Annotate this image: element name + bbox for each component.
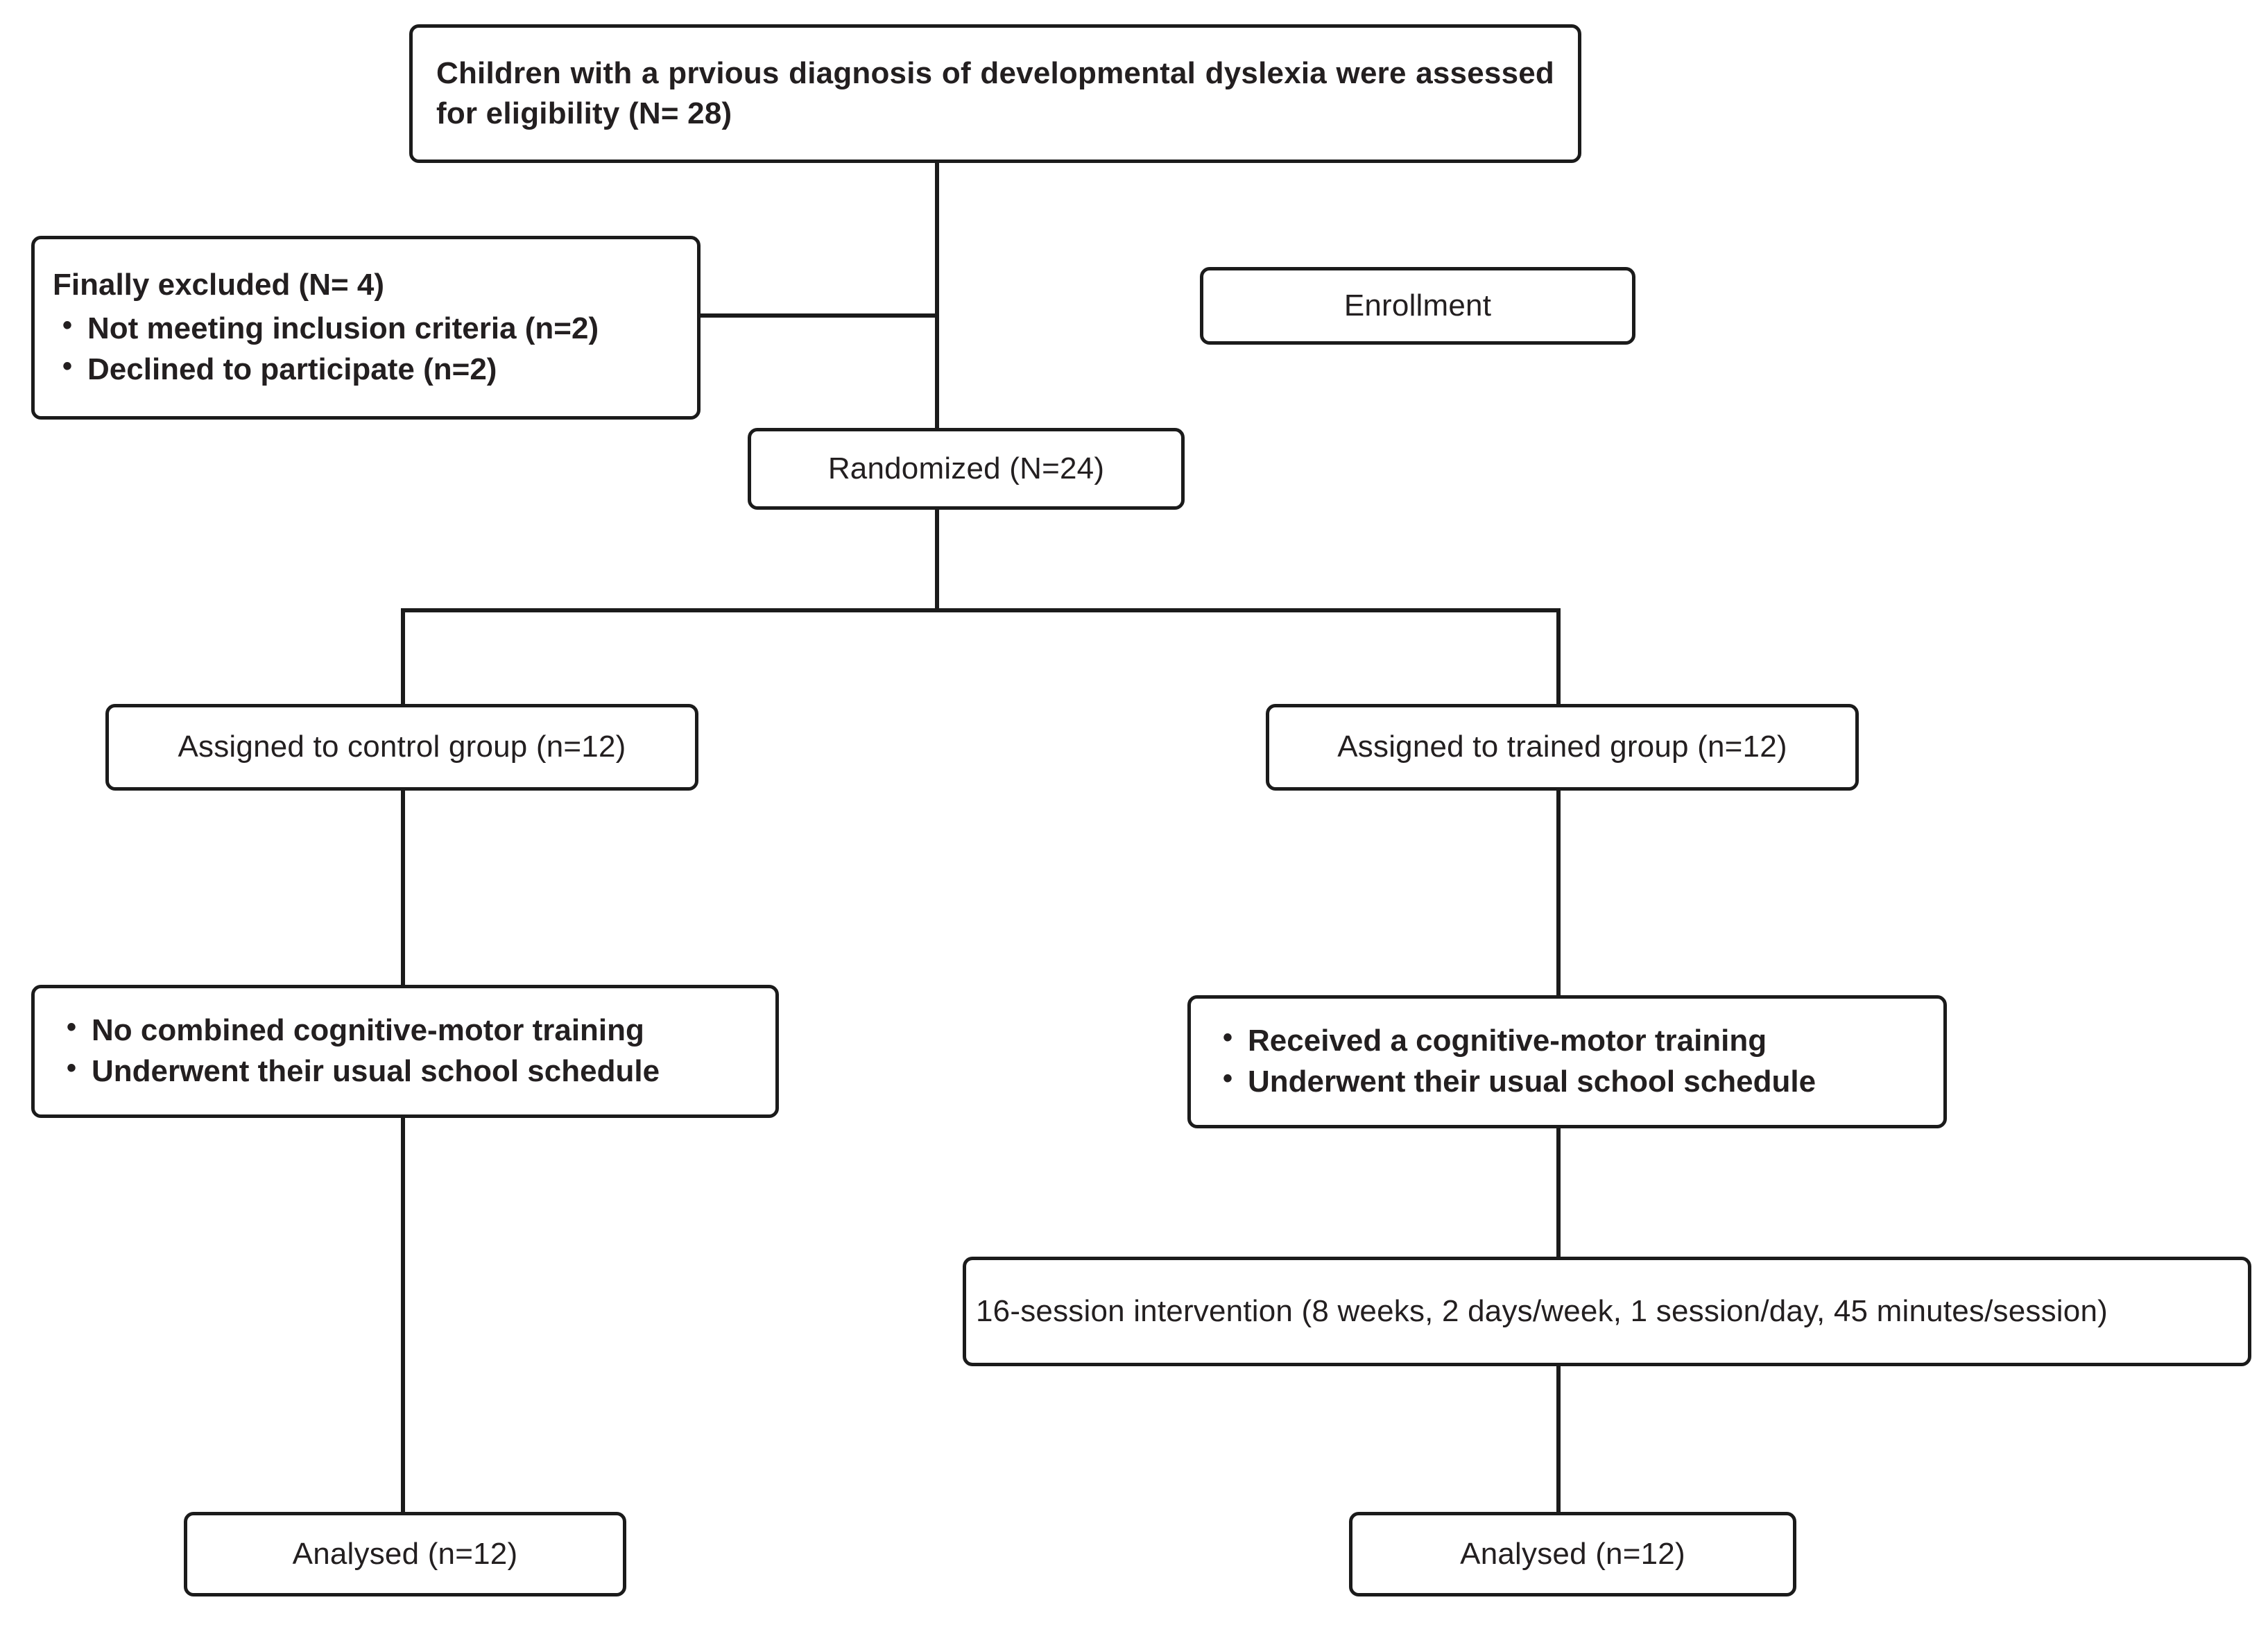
intervention-label: 16-session intervention (8 weeks, 2 days…	[976, 1293, 2108, 1328]
trained-activities-bullet-list: Received a cognitive-motor training Unde…	[1213, 1019, 1921, 1103]
connector-intervention-to-analysed	[1556, 1366, 1561, 1513]
node-intervention: 16-session intervention (8 weeks, 2 days…	[963, 1257, 2251, 1366]
connector-eligibility-to-randomized	[935, 161, 939, 428]
connector-split-to-trained	[1556, 608, 1561, 704]
node-analysed-trained: Analysed (n=12)	[1349, 1512, 1796, 1596]
node-enrollment: Enrollment	[1200, 267, 1635, 345]
list-item: Underwent their usual school schedule	[1213, 1060, 1921, 1103]
assigned-control-label: Assigned to control group (n=12)	[178, 730, 626, 764]
eligibility-text: Children with a prvious diagnosis of dev…	[436, 55, 1554, 130]
list-item: Not meeting inclusion criteria (n=2)	[53, 307, 679, 350]
node-assigned-control: Assigned to control group (n=12)	[105, 704, 698, 791]
connector-randomized-stem	[935, 510, 939, 612]
list-item: Underwent their usual school schedule	[57, 1050, 753, 1092]
node-control-activities: No combined cognitive-motor training Und…	[31, 985, 779, 1118]
analysed-control-label: Analysed (n=12)	[292, 1536, 518, 1571]
control-activities-bullet-list: No combined cognitive-motor training Und…	[57, 1009, 753, 1092]
analysed-trained-label: Analysed (n=12)	[1460, 1536, 1685, 1571]
connector-trained-activities-to-intervention	[1556, 1128, 1561, 1257]
node-analysed-control: Analysed (n=12)	[184, 1512, 626, 1596]
list-item: Received a cognitive-motor training	[1213, 1019, 1921, 1062]
connector-trained-assigned-to-activities	[1556, 791, 1561, 995]
node-randomized: Randomized (N=24)	[748, 428, 1185, 510]
connector-group-split-bar	[401, 608, 1561, 612]
node-trained-activities: Received a cognitive-motor training Unde…	[1187, 995, 1947, 1128]
excluded-lead: Finally excluded (N= 4)	[53, 268, 385, 302]
randomized-label: Randomized (N=24)	[827, 451, 1105, 485]
connector-control-assigned-to-activities	[401, 791, 405, 985]
connector-control-activities-to-analysed	[401, 1118, 405, 1512]
list-item: Declined to participate (n=2)	[53, 348, 679, 390]
node-excluded: Finally excluded (N= 4) Not meeting incl…	[31, 236, 701, 420]
enrollment-label: Enrollment	[1343, 288, 1492, 322]
list-item: No combined cognitive-motor training	[57, 1009, 753, 1051]
node-assigned-trained: Assigned to trained group (n=12)	[1266, 704, 1859, 791]
node-eligibility: Children with a prvious diagnosis of dev…	[409, 24, 1581, 163]
excluded-bullet-list: Not meeting inclusion criteria (n=2) Dec…	[53, 307, 679, 390]
assigned-trained-label: Assigned to trained group (n=12)	[1337, 730, 1787, 764]
connector-split-to-control	[401, 608, 405, 704]
connector-trunk-to-excluded	[695, 313, 938, 318]
